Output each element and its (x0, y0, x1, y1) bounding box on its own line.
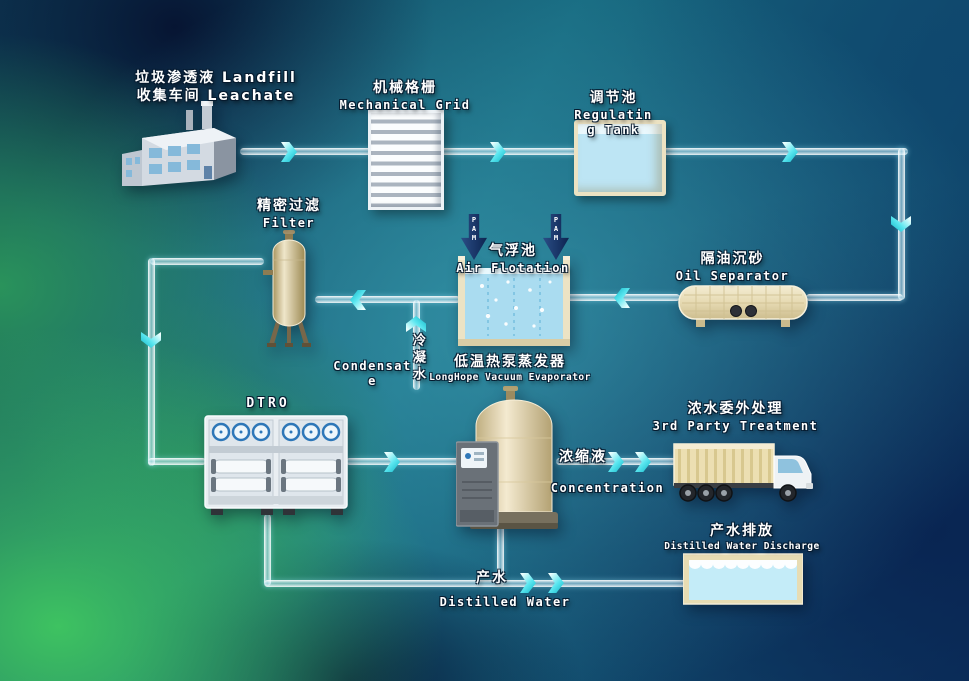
pipe-left-down (148, 258, 155, 466)
flow-arrow-icon (548, 573, 564, 593)
product-water-label-cn-wrap: 产水 (462, 570, 522, 588)
pipe-filter-to-left (150, 258, 264, 265)
condensate-label-cn: 冷凝水 (410, 333, 425, 384)
oil-separator-label: 隔油沉砂 Oil Separator (660, 251, 805, 284)
regulating-tank-label-en2: g Tank (587, 122, 640, 137)
discharge-label-cn: 产水排放 (710, 523, 774, 539)
pipe-tank-to-corner (660, 148, 908, 155)
condensate-label: Condensat e (330, 359, 415, 389)
flow-arrow-icon (384, 452, 400, 472)
oil-separator-icon (676, 280, 810, 336)
air-flotation-label: 气浮池 Air Flotation (448, 243, 578, 276)
filter-label-cn: 精密过滤 (257, 198, 321, 214)
factory-label-line2: 收集车间 Leachate (136, 87, 296, 104)
air-flotation-icon (458, 252, 570, 350)
oil-separator-label-en: Oil Separator (675, 268, 790, 283)
pipe-bottom-product-water (264, 580, 688, 587)
mechanical-grid-label-cn: 机械格栅 (373, 80, 437, 96)
air-flotation-label-cn: 气浮池 (489, 243, 537, 259)
condensate-label-en1: Condensat (333, 359, 412, 373)
mechanical-grid-icon (368, 110, 444, 210)
pam-label: PAM (470, 216, 478, 243)
pipe-evaporator-down (497, 526, 504, 586)
flow-arrow-icon (782, 142, 798, 162)
evaporator-icon (455, 386, 560, 536)
regulating-tank-icon (574, 120, 666, 196)
concentrate-label-en-wrap: Concentration (540, 481, 675, 496)
pipe-grid-to-tank (438, 148, 577, 155)
evaporator-label-en: LongHope Vacuum Evaporator (429, 371, 591, 383)
discharge-label: 产水排放 Distilled Water Discharge (658, 523, 826, 552)
pam-label: PAM (552, 216, 560, 243)
pipe-air-flotation-to-filter (315, 296, 460, 303)
pipe-left-to-dtro (148, 458, 206, 465)
product-water-label-en: Distilled Water (439, 595, 571, 609)
pipe-dtro-to-evaporator (346, 458, 460, 465)
regulating-tank-label: 调节池 Regulatin g Tank (566, 90, 661, 138)
third-party-label-cn: 浓水委外处理 (687, 401, 784, 417)
discharge-pool-icon (682, 552, 804, 610)
flow-arrow-icon (635, 452, 651, 472)
dtro-label: DTRO (218, 396, 318, 412)
evaporator-label: 低温热泵蒸发器 LongHope Vacuum Evaporator (425, 354, 595, 383)
filter-icon (261, 226, 317, 354)
discharge-label-en: Distilled Water Discharge (664, 540, 820, 552)
dtro-icon (203, 412, 349, 520)
pipe-dtro-down (264, 514, 271, 586)
air-flotation-label-en: Air Flotation (456, 260, 570, 275)
concentrate-label-cn-wrap: 浓缩液 (552, 449, 614, 467)
regulating-tank-label-en1: Regulatin (574, 107, 653, 122)
truck-icon (672, 436, 814, 512)
flow-arrow-icon (281, 142, 297, 162)
pipe-condensate-up (413, 300, 420, 390)
third-party-label: 浓水委外处理 3rd Party Treatment (648, 401, 823, 434)
pipe-factory-to-grid (240, 148, 372, 155)
concentrate-label-en: Concentration (550, 481, 665, 495)
pipe-corner-to-oil-separator (806, 294, 903, 301)
evaporator-label-cn: 低温热泵蒸发器 (454, 354, 566, 370)
flow-arrow-icon (490, 142, 506, 162)
product-water-label-en-wrap: Distilled Water (430, 595, 580, 610)
mechanical-grid-label-en: Mechanical Grid (339, 97, 471, 112)
filter-label-en: Filter (262, 215, 316, 230)
product-water-label-cn: 产水 (476, 570, 508, 586)
flow-arrow-icon (520, 573, 536, 593)
third-party-label-en: 3rd Party Treatment (652, 418, 819, 433)
mechanical-grid-label: 机械格栅 Mechanical Grid (330, 80, 480, 113)
condensate-label-en2: e (368, 374, 377, 388)
oil-separator-label-cn: 隔油沉砂 (700, 251, 765, 267)
regulating-tank-label-cn: 调节池 (589, 90, 638, 106)
factory-label: 垃圾渗透液 Landfill 收集车间 Leachate (121, 70, 311, 105)
concentrate-label-cn: 浓缩液 (559, 449, 607, 465)
flow-arrow-icon (608, 452, 624, 472)
filter-label: 精密过滤 Filter (239, 198, 339, 231)
factory-icon (116, 98, 244, 190)
factory-label-line1: 垃圾渗透液 Landfill (135, 70, 297, 86)
dtro-label-en: DTRO (246, 396, 290, 411)
